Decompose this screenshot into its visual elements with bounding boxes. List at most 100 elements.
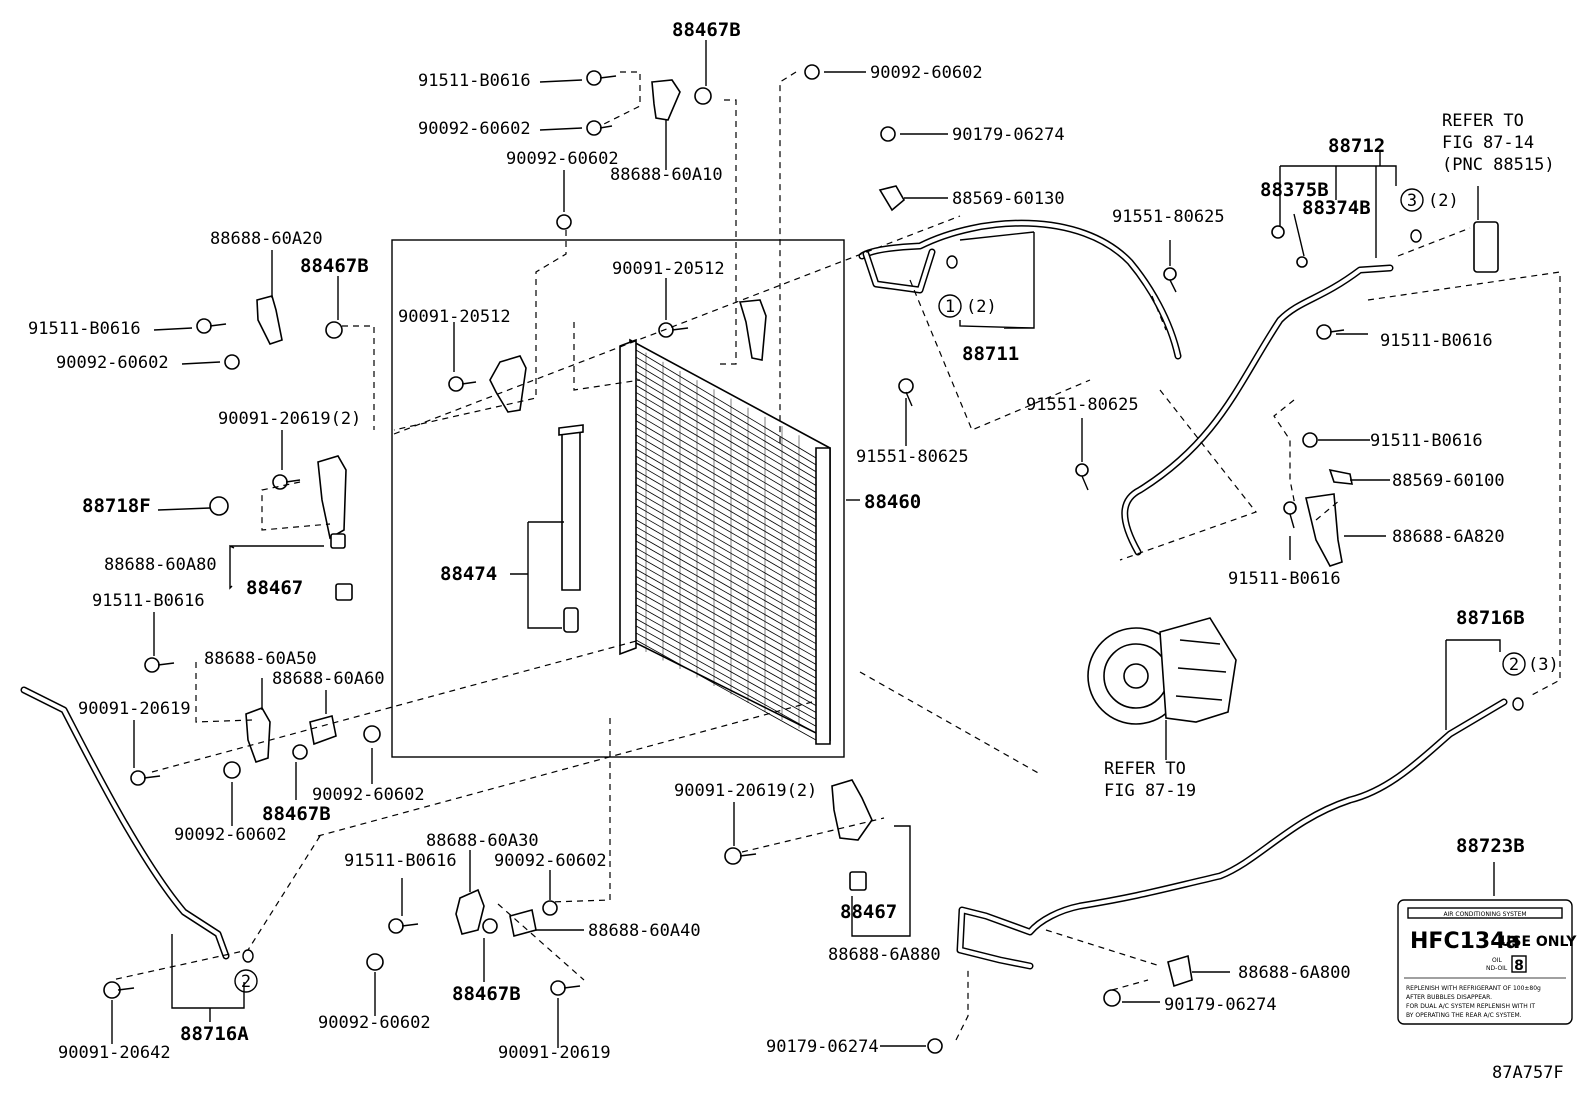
label-90179-06274-b: 90179-06274 [1164, 995, 1277, 1015]
bracket-upper-right [738, 299, 767, 361]
label-88718F: 88718F [82, 495, 151, 517]
label-90179-06274-c: 90179-06274 [766, 1037, 879, 1057]
label-91511-B0616-b: 91511-B0616 [28, 319, 141, 339]
bracket-88688-60A50 [245, 707, 271, 764]
compressor [1087, 617, 1237, 725]
callout-2b-qty: (3) [1528, 655, 1559, 675]
callout-3: 3 (2) [1400, 188, 1459, 212]
label-90091-20619-b: 90091-20619 [498, 1043, 611, 1063]
label-88467B-mid: 88467B [262, 803, 331, 825]
ac-label-line2: AFTER BUBBLES DISAPPEAR. [1406, 994, 1492, 1001]
label-88688-60A50: 88688-60A50 [204, 649, 317, 669]
callout-2a: 2 [234, 969, 258, 993]
ac-label-line3: FOR DUAL A/C SYSTEM REPLENISH WITH IT [1406, 1003, 1535, 1010]
label-88688-60A20: 88688-60A20 [210, 229, 323, 249]
label-88467-left: 88467 [246, 577, 303, 599]
receiver-drier [558, 424, 584, 633]
label-91511-B0616-d: 91511-B0616 [1380, 331, 1493, 351]
ac-label-refrigerant: HFC134a [1410, 929, 1520, 954]
label-88688-6A800: 88688-6A800 [1238, 963, 1351, 983]
label-88688-6A880: 88688-6A880 [828, 945, 941, 965]
ac-label-line4: BY OPERATING THE REAR A/C SYSTEM. [1406, 1012, 1522, 1019]
label-91511-B0616-f: 91511-B0616 [1228, 569, 1341, 589]
label-88688-60A80: 88688-60A80 [104, 555, 217, 575]
label-88688-60A30: 88688-60A30 [426, 831, 539, 851]
label-90091-20512-a: 90091-20512 [398, 307, 511, 327]
label-90092-60602-a: 90092-60602 [418, 119, 531, 139]
callout-1-qty: (2) [966, 297, 997, 317]
label-88569-60130: 88569-60130 [952, 189, 1065, 209]
label-90091-20619-a: 90091-20619 [78, 699, 191, 719]
label-88688-60A40: 88688-60A40 [588, 921, 701, 941]
refer-note-fig-87-14: REFER TO FIG 87-14 (PNC 88515) [1442, 111, 1555, 175]
refer-87-19-line2: FIG 87-19 [1104, 781, 1196, 801]
callout-3-num: 3 [1407, 191, 1417, 211]
refer-87-14-line3: (PNC 88515) [1442, 155, 1555, 175]
condenser-core [619, 338, 831, 745]
label-90092-60602-f: 90092-60602 [494, 851, 607, 871]
label-90091-20619-2-a: 90091-20619(2) [218, 409, 361, 429]
label-88711: 88711 [962, 343, 1019, 365]
bracket-left-88688-60A20 [256, 295, 283, 345]
pipe-88711 [858, 219, 1182, 360]
callout-2b-num: 2 [1509, 655, 1519, 675]
label-88716B: 88716B [1456, 607, 1525, 629]
pipe-88712 [1121, 264, 1394, 556]
label-90091-20512-b: 90091-20512 [612, 259, 725, 279]
label-91511-B0616-a: 91511-B0616 [418, 71, 531, 91]
refer-87-19-line1: REFER TO [1104, 759, 1186, 779]
label-90092-60602-d: 90092-60602 [312, 785, 425, 805]
ac-label-oil: OIL [1492, 957, 1502, 964]
refer-87-14-line2: FIG 87-14 [1442, 133, 1534, 153]
label-88712: 88712 [1328, 135, 1385, 157]
bracket-88688-6A820 [1305, 493, 1343, 567]
label-90091-20619-2-b: 90091-20619(2) [674, 781, 817, 801]
label-88474: 88474 [440, 563, 497, 585]
label-91551-80625-a: 91551-80625 [1112, 207, 1225, 227]
label-88467B-bot: 88467B [452, 983, 521, 1005]
pipe-88716A [20, 686, 230, 960]
ac-caution-label: AIR CONDITIONING SYSTEM HFC134a USE ONLY… [1397, 899, 1577, 1025]
label-88467-mid: 88467 [840, 901, 897, 923]
figure-code: 87A757F [1492, 1063, 1564, 1083]
label-88460: 88460 [864, 491, 921, 513]
bracket-88688-60A60 [309, 715, 337, 746]
ac-label-line1: REPLENISH WITH REFRIGERANT OF 100±80g [1406, 985, 1541, 992]
bracket-left-88688-60A80 [317, 455, 347, 540]
label-90092-60602-c: 90092-60602 [56, 353, 169, 373]
label-88688-6A820: 88688-6A820 [1392, 527, 1505, 547]
bracket-88688-6A800 [1167, 954, 1193, 988]
label-88569-60100: 88569-60100 [1392, 471, 1505, 491]
bracket-88688-60A30 [455, 888, 485, 935]
label-91551-80625-b: 91551-80625 [856, 447, 969, 467]
callout-2b: 2 (3) [1502, 652, 1559, 676]
label-88375B: 88375B [1260, 179, 1329, 201]
label-88688-60A60: 88688-60A60 [272, 669, 385, 689]
label-91511-B0616-e: 91511-B0616 [1370, 431, 1483, 451]
label-88467B-top: 88467B [672, 19, 741, 41]
label-90092-60602-b: 90092-60602 [506, 149, 619, 169]
ac-label-oil-number: 8 [1514, 958, 1524, 974]
bracket-top-88688-60A10 [651, 79, 681, 121]
label-91551-80625-c: 91551-80625 [1026, 395, 1139, 415]
callout-1: 1 (2) [938, 294, 997, 318]
label-88688-60A10: 88688-60A10 [610, 165, 723, 185]
fasteners [103, 64, 1524, 1054]
label-90179-06274-a: 90179-06274 [952, 125, 1065, 145]
label-88374B: 88374B [1302, 197, 1371, 219]
refer-note-fig-87-19: REFER TO FIG 87-19 [1104, 759, 1196, 801]
label-90092-60602-top: 90092-60602 [870, 63, 983, 83]
callout-3-qty: (2) [1428, 191, 1459, 211]
callout-1-num: 1 [945, 297, 955, 317]
ac-label-header: AIR CONDITIONING SYSTEM [1443, 911, 1526, 918]
label-88467B-left: 88467B [300, 255, 369, 277]
bracket-upper-mid [489, 355, 527, 413]
condenser-frame-box [391, 239, 845, 758]
label-91511-B0616-c: 91511-B0616 [92, 591, 205, 611]
refer-87-14-line1: REFER TO [1442, 111, 1524, 131]
pipe-88716B [956, 698, 1508, 970]
label-91511-B0616-g: 91511-B0616 [344, 851, 457, 871]
callout-2a-num: 2 [241, 972, 251, 992]
ac-label-use-only: USE ONLY [1500, 934, 1577, 950]
